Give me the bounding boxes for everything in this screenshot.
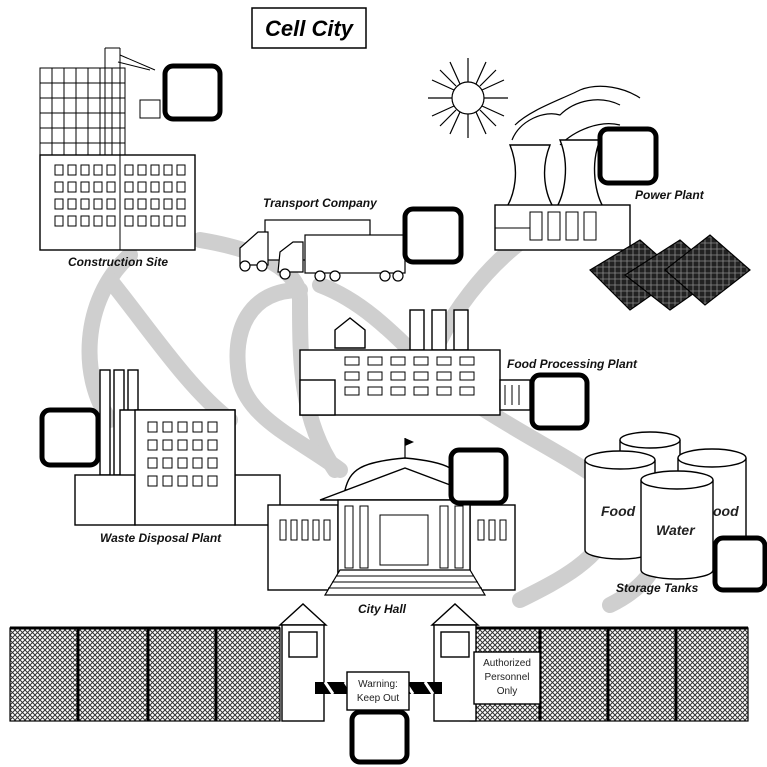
road-waste-link: [102, 272, 238, 428]
transport-company: Transport Company: [239, 196, 406, 282]
label-waste-disposal-plant: Waste Disposal Plant: [100, 531, 222, 545]
title-box: Cell City: [251, 7, 367, 49]
answer-box-power-plant[interactable]: [597, 126, 659, 186]
food-processing-plant: Food Processing Plant: [299, 309, 638, 416]
label-construction-site: Construction Site: [68, 255, 168, 269]
authorized-sign-line3: Only: [497, 686, 518, 697]
page-title: Cell City: [265, 16, 355, 41]
security-fence: Warning: Keep Out Authorized Personnel O…: [9, 603, 749, 722]
answer-box-construction-site[interactable]: [162, 63, 223, 122]
sun-icon: [428, 58, 508, 138]
answer-box-waste-disposal-plant[interactable]: [39, 407, 101, 468]
answer-box-food-processing-plant[interactable]: [529, 372, 590, 431]
answer-box-transport-company[interactable]: [402, 206, 464, 265]
tank-label-food-partial: ood: [713, 503, 739, 519]
label-food-processing-plant: Food Processing Plant: [507, 357, 638, 371]
construction-site: Construction Site: [39, 47, 196, 269]
tank-label-food: Food: [601, 503, 636, 519]
label-storage-tanks: Storage Tanks: [616, 581, 699, 595]
warning-sign-line1: Warning:: [358, 679, 398, 690]
road-transport-loop: [229, 282, 348, 478]
warning-sign-line2: Keep Out: [357, 693, 399, 704]
waste-disposal-plant: Waste Disposal Plant: [74, 369, 281, 545]
answer-box-gate[interactable]: [349, 709, 410, 765]
answer-box-storage-tanks[interactable]: [712, 535, 767, 593]
label-transport-company: Transport Company: [263, 196, 378, 210]
city-hall: City Hall: [267, 438, 516, 616]
authorized-sign-line1: Authorized: [483, 658, 531, 669]
authorized-sign-line2: Personnel: [484, 672, 529, 683]
label-city-hall: City Hall: [358, 602, 407, 616]
answer-box-city-hall[interactable]: [448, 447, 509, 506]
storage-tanks: Food Water ood Storage Tanks: [584, 431, 747, 595]
power-plant: Power Plant: [494, 85, 751, 311]
label-power-plant: Power Plant: [635, 188, 705, 202]
tank-label-water: Water: [656, 522, 696, 538]
